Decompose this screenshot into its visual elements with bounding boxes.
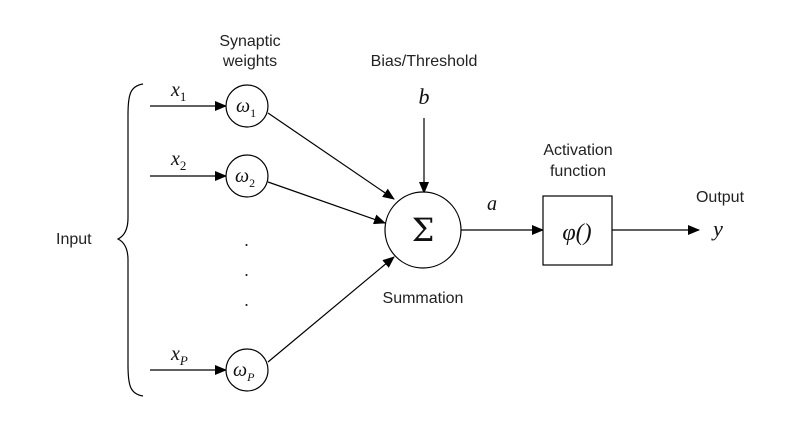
synaptic-weights-label-line2: weights — [222, 53, 277, 70]
activation-symbol: φ() — [562, 220, 591, 246]
weight-1-to-sum-arrow — [267, 112, 395, 200]
weight-node-2 — [225, 154, 269, 198]
activation-function-box — [542, 195, 613, 266]
ellipsis-dot-2: . — [244, 260, 249, 280]
input-x2-label: x2 — [170, 148, 186, 173]
input-row-1: x1 ω1 — [150, 79, 395, 200]
weight-p-to-sum-arrow — [267, 256, 395, 363]
input-xp-label: xP — [170, 343, 188, 368]
weight-2-to-sum-arrow — [267, 181, 386, 225]
input-brace — [116, 83, 144, 397]
activation-label-line2: function — [550, 163, 606, 180]
bias-symbol: b — [419, 84, 430, 109]
synaptic-weights-label-line1: Synaptic — [219, 33, 280, 50]
summation-label: Summation — [383, 290, 464, 307]
output-label: Output — [696, 189, 745, 206]
weight-wp-label: ωP — [233, 359, 255, 384]
output-symbol: y — [711, 216, 723, 241]
input-label: Input — [56, 231, 92, 248]
input-x1-label: x1 — [170, 79, 186, 104]
activation-label-line1: Activation — [543, 142, 612, 159]
ellipsis-dot-1: . — [244, 230, 249, 250]
weight-node-p — [225, 348, 269, 392]
weight-w2-label: ω2 — [235, 165, 255, 190]
weight-node-1 — [225, 84, 269, 128]
bias-threshold-label: Bias/Threshold — [371, 53, 478, 70]
ellipsis-dot-3: . — [244, 290, 249, 310]
input-row-2: x2 ω2 — [150, 148, 386, 225]
summation-symbol: Σ — [412, 211, 435, 249]
input-row-p: xP ωP — [150, 256, 395, 392]
weight-w1-label: ω1 — [236, 95, 256, 120]
a-symbol: a — [487, 193, 497, 215]
